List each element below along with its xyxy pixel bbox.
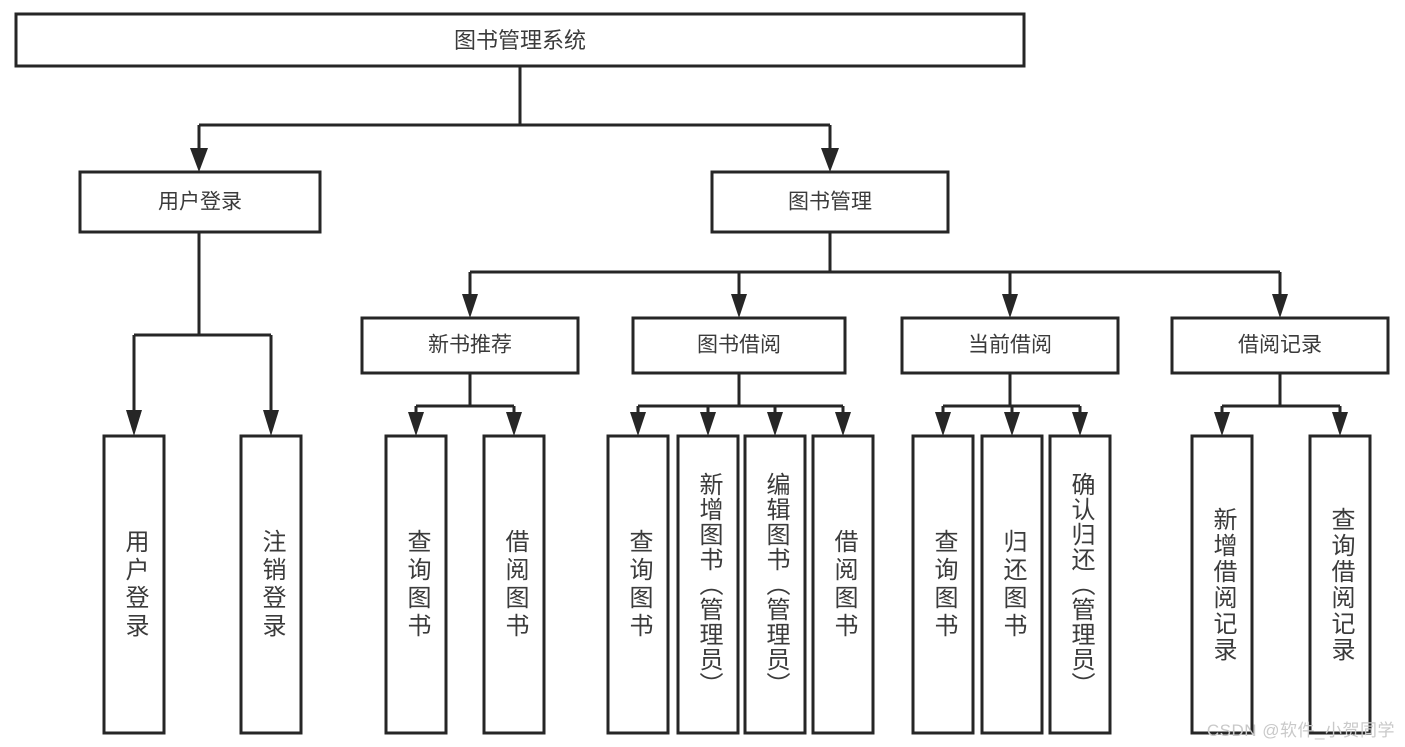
arrow-head-leaf-confirm-return	[1072, 412, 1088, 436]
arrow-head-book-borrow	[731, 294, 747, 318]
node-leaf-query-book-2-rect[interactable]	[606, 434, 670, 735]
node-user-login[interactable]: 用户登录	[78, 170, 322, 234]
node-root[interactable]: 图书管理系统	[14, 12, 1026, 68]
arrow-head-leaf-query-book-3	[935, 412, 951, 436]
node-root-label: 图书管理系统	[454, 28, 586, 53]
node-book-management-rect[interactable]	[710, 170, 950, 234]
node-borrow-record-rect[interactable]	[1170, 316, 1390, 375]
arrow-head-leaf-query-record	[1332, 412, 1348, 436]
arrow-head-leaf-edit-book	[767, 412, 783, 436]
arrow-head-leaf-borrow-book-2	[835, 412, 851, 436]
node-new-book-recommend-rect[interactable]	[360, 316, 580, 375]
arrow-head-book-management	[821, 148, 839, 172]
node-new-book-recommend[interactable]: 新书推荐	[360, 316, 580, 375]
node-current-borrow-rect[interactable]	[900, 316, 1120, 375]
arrow-head-user-login	[190, 148, 208, 172]
node-book-borrow[interactable]: 图书借阅	[631, 316, 847, 375]
node-layer: 图书管理系统 用户登录 图书管理 新书推荐 图书借阅	[14, 12, 1390, 735]
csdn-watermark: CSDN @软件_小贺同学	[1206, 721, 1395, 740]
node-current-borrow[interactable]: 当前借阅	[900, 316, 1120, 375]
node-leaf-return-book-rect[interactable]	[980, 434, 1044, 735]
arrow-head-leaf-borrow-book-1	[506, 412, 522, 436]
node-book-management[interactable]: 图书管理	[710, 170, 950, 234]
node-book-borrow-label: 图书借阅	[697, 334, 781, 357]
arrow-head-borrow-record	[1272, 294, 1288, 318]
node-leaf-user-login-rect[interactable]	[102, 434, 166, 735]
node-leaf-borrow-book-2-rect[interactable]	[811, 434, 875, 735]
node-leaf-query-record-rect[interactable]	[1308, 434, 1372, 735]
node-borrow-record-label: 借阅记录	[1238, 334, 1322, 357]
node-book-management-label: 图书管理	[788, 191, 872, 214]
node-leaf-edit-book-rect[interactable]	[743, 434, 807, 735]
node-root-rect[interactable]	[14, 12, 1026, 68]
node-user-login-label: 用户登录	[158, 191, 242, 214]
arrow-head-new-book-recommend	[462, 294, 478, 318]
node-leaf-add-record-rect[interactable]	[1190, 434, 1254, 735]
node-book-borrow-rect[interactable]	[631, 316, 847, 375]
node-current-borrow-label: 当前借阅	[968, 334, 1052, 357]
node-leaf-add-book-rect[interactable]	[676, 434, 740, 735]
arrow-head-leaf-query-book-2	[630, 412, 646, 436]
arrow-head-leaf-user-login	[126, 410, 142, 436]
node-leaf-borrow-book-1-rect[interactable]	[482, 434, 546, 735]
node-user-login-rect[interactable]	[78, 170, 322, 234]
node-leaf-query-book-3-rect[interactable]	[911, 434, 975, 735]
arrow-head-leaf-query-book-1	[408, 412, 424, 436]
arrow-head-leaf-logout	[263, 410, 279, 436]
node-leaf-logout-rect[interactable]	[239, 434, 303, 735]
arrow-head-leaf-return-book	[1004, 412, 1020, 436]
node-borrow-record[interactable]: 借阅记录	[1170, 316, 1390, 375]
connector-layer	[126, 66, 1348, 436]
arrow-head-leaf-add-book	[700, 412, 716, 436]
arrow-head-leaf-add-record	[1214, 412, 1230, 436]
node-leaf-query-book-1-rect[interactable]	[384, 434, 448, 735]
arrow-head-current-borrow	[1002, 294, 1018, 318]
node-new-book-recommend-label: 新书推荐	[428, 334, 512, 357]
node-leaf-confirm-return-rect[interactable]	[1048, 434, 1112, 735]
